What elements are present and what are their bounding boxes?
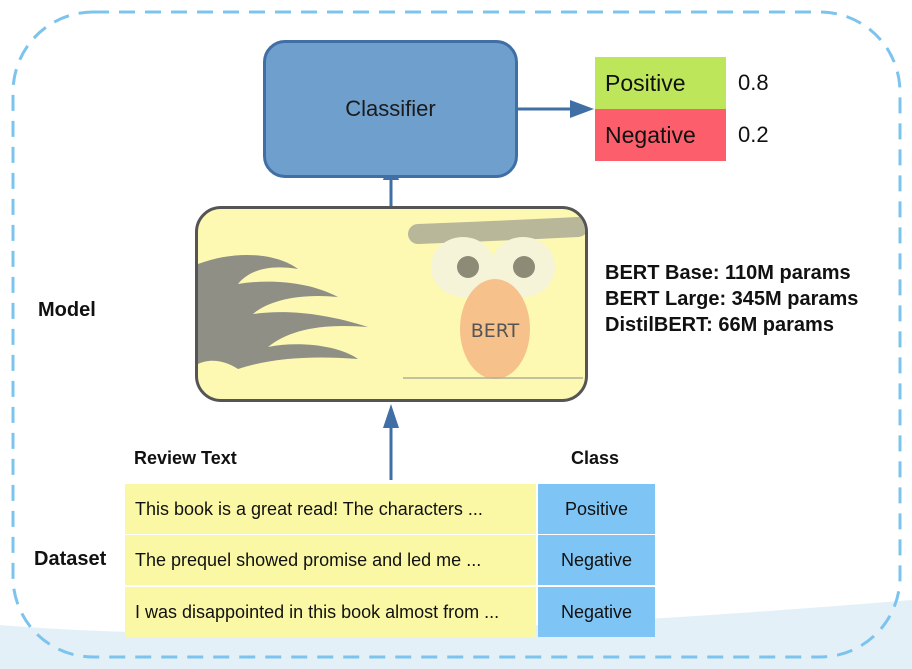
column-header-class: Class xyxy=(571,448,620,468)
bert-character-illustration: BERT xyxy=(198,217,585,379)
table-row-class: Negative xyxy=(538,587,655,637)
dataset-section-label: Dataset xyxy=(34,548,107,570)
output-positive-score: 0.8 xyxy=(738,70,769,95)
output-positive-label: Positive xyxy=(595,57,726,109)
right-pupil xyxy=(513,256,535,278)
dashed-border xyxy=(11,10,902,659)
table-row-text: The prequel showed promise and led me ..… xyxy=(125,535,536,585)
param-distilbert: DistilBERT: 66M params xyxy=(605,314,834,336)
table-row-class: Negative xyxy=(538,535,655,585)
param-bert-base: BERT Base: 110M params xyxy=(605,262,851,284)
column-header-review-text: Review Text xyxy=(134,448,237,468)
bert-logo-text: BERT xyxy=(471,320,520,342)
left-pupil xyxy=(457,256,479,278)
arrow-dataset-to-model xyxy=(383,404,399,480)
param-bert-large: BERT Large: 345M params xyxy=(605,288,859,310)
model-section-label: Model xyxy=(38,299,96,321)
output-negative-score: 0.2 xyxy=(738,122,769,147)
classifier-box: Classifier xyxy=(263,40,518,178)
arrow-classifier-to-outputs xyxy=(518,100,594,118)
flame-decoration xyxy=(198,254,368,369)
table-row-class: Positive xyxy=(538,484,655,534)
table-row-text: This book is a great read! The character… xyxy=(125,484,536,534)
classifier-label: Classifier xyxy=(345,96,436,121)
model-params-list: BERT Base: 110M params BERT Large: 345M … xyxy=(605,260,858,338)
output-negative-label: Negative xyxy=(595,109,726,161)
eyebrow-shape xyxy=(408,217,585,244)
table-row-text: I was disappointed in this book almost f… xyxy=(125,587,536,637)
bert-nose xyxy=(460,279,530,379)
bert-model-box: BERT xyxy=(195,206,588,402)
